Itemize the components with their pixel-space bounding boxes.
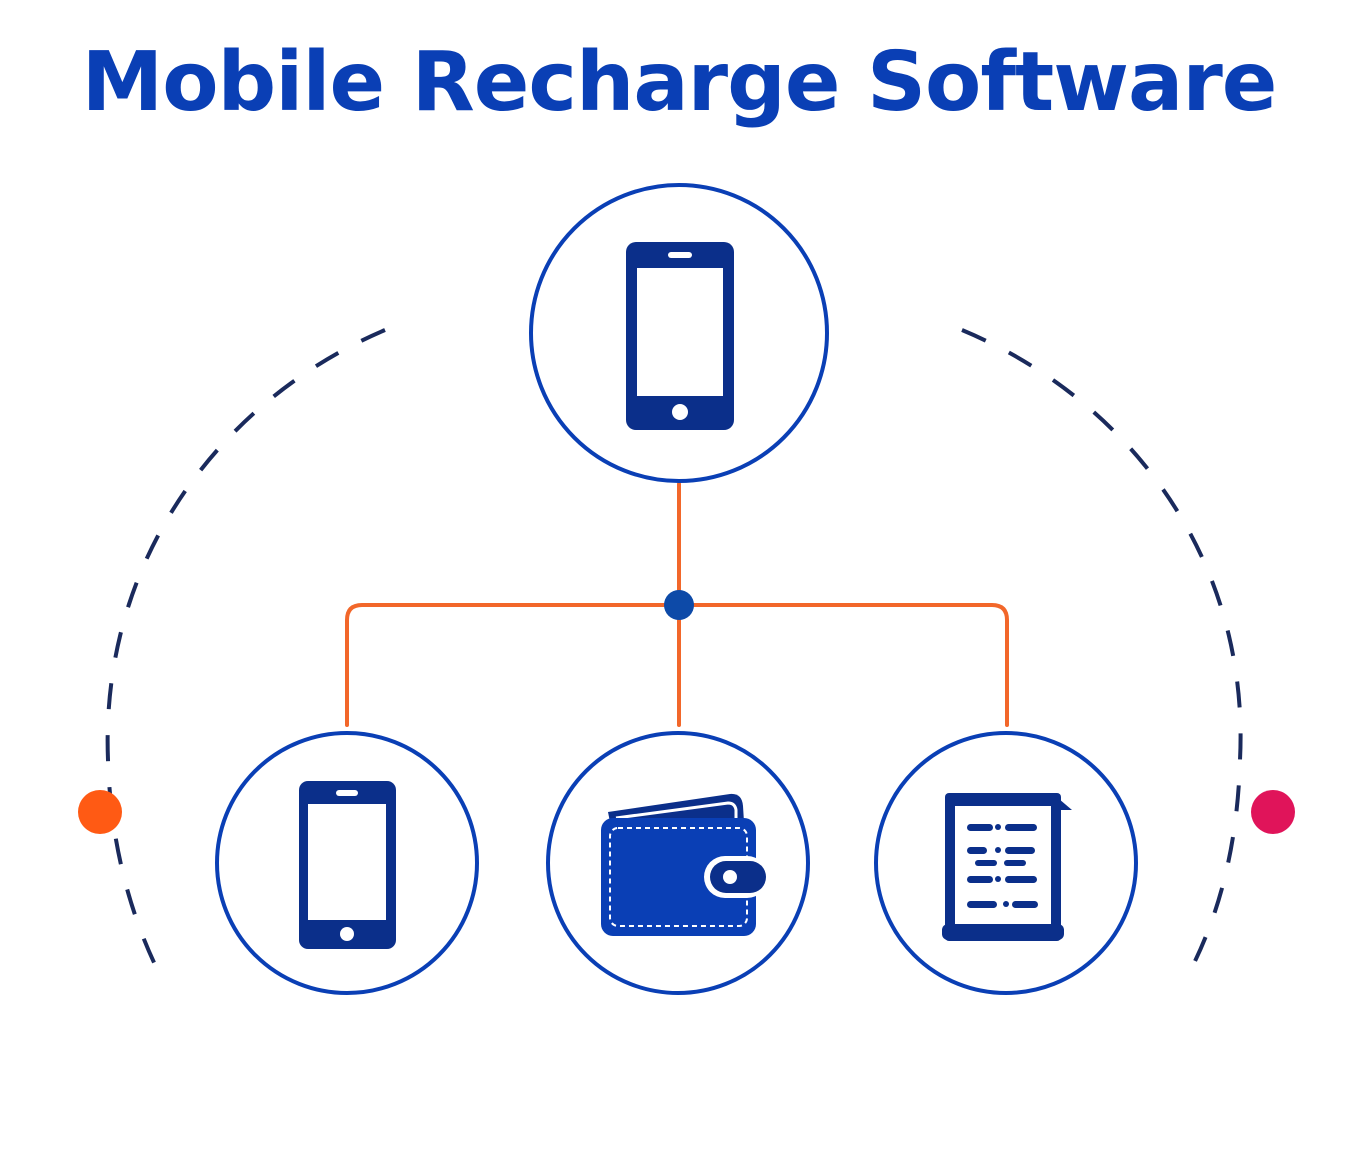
receipt-document-icon	[942, 793, 1072, 941]
smartphone-icon	[299, 781, 396, 949]
hub-dot	[664, 590, 694, 620]
smartphone-icon	[626, 242, 734, 430]
right-accent-dot	[1251, 790, 1295, 834]
left-accent-dot	[78, 790, 122, 834]
page-title: Mobile Recharge Software	[81, 35, 1278, 130]
wallet-icon	[601, 793, 768, 936]
